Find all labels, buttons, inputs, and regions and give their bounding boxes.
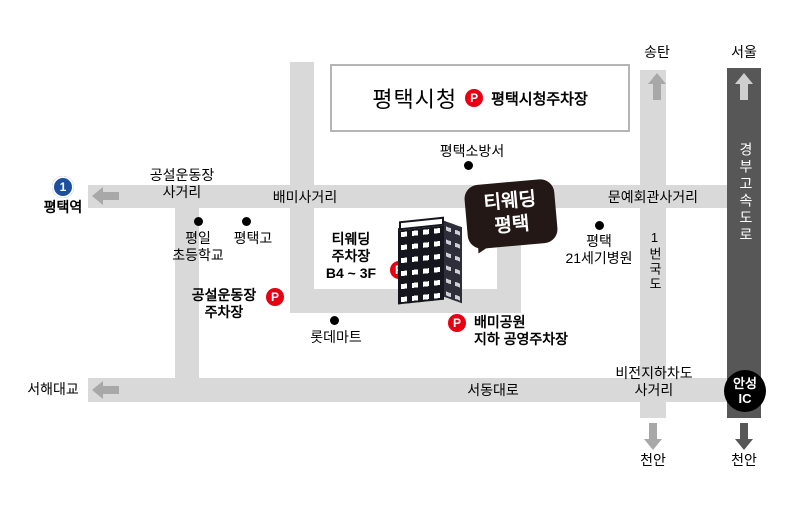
elementary-school-dot: [194, 217, 203, 226]
baemi-parking-line1: 배미공원: [474, 314, 526, 330]
parking-icon: P: [266, 288, 284, 306]
venue-bubble: 티웨딩 평택: [463, 178, 559, 250]
station-label: 평택역: [43, 199, 83, 215]
hospital-line1: 평택: [586, 233, 612, 249]
fire-station-label: 평택소방서: [439, 143, 505, 159]
road-route1: [640, 70, 666, 418]
seohae-bridge-label: 서해대교: [27, 381, 79, 397]
stadium-crossing-line2: 사거리: [162, 184, 202, 200]
arrow-down-cheonan-route1: [644, 423, 662, 450]
arrow-down-cheonan-expressway: [735, 423, 753, 450]
songtan-label: 송탄: [644, 44, 670, 60]
hospital-dot: [595, 221, 604, 230]
route1-label: 1번국도: [647, 230, 662, 292]
cheonan-expressway-label: 천안: [731, 452, 757, 468]
building-front-face: [398, 223, 444, 305]
anseong-ic-badge: 안성 IC: [724, 370, 766, 412]
elementary-school-line2: 초등학교: [172, 247, 224, 263]
arrow-up-seoul: [735, 73, 753, 100]
lotte-mart-label: 롯데마트: [310, 329, 362, 345]
seoul-label: 서울: [731, 44, 757, 60]
vision-crossing-line2: 사거리: [634, 382, 674, 398]
venue-parking-line1: 티웨딩: [331, 231, 371, 247]
cheonan-route1-label: 천안: [640, 452, 666, 468]
stadium-parking-line2: 주차장: [204, 304, 244, 320]
baemi-parking-label: 배미공원 지하 공영주차장: [474, 314, 614, 348]
seodong-daero-label: 서동대로: [467, 382, 519, 398]
lotte-mart-dot: [330, 316, 339, 325]
subway-line1-icon: 1: [52, 176, 74, 198]
building-side-face: [444, 220, 462, 304]
venue-building: [398, 216, 466, 306]
venue-bubble-line2: 평택: [493, 213, 531, 238]
road-gyeongbu-expressway: [727, 68, 761, 418]
anseong-ic-line2: IC: [738, 391, 752, 406]
baemi-crossing-label: 배미사거리: [272, 189, 338, 205]
hospital-line2: 21세기병원: [565, 250, 633, 266]
stadium-crossing-label: 공설운동장 사거리: [130, 167, 234, 201]
road-seodong-daero: [88, 378, 762, 402]
vision-crossing-line1: 비전지하차도: [615, 365, 693, 381]
parking-icon: P: [465, 89, 484, 107]
culture-crossing-label: 문예회관사거리: [607, 189, 699, 205]
baemi-parking-line2: 지하 공영주차장: [474, 331, 569, 347]
vision-crossing-label: 비전지하차도 사거리: [600, 365, 708, 399]
city-hall-parking-label: 평택시청주차장: [491, 90, 588, 108]
highschool-dot: [242, 217, 251, 226]
venue-parking-line2: 주차장: [331, 248, 371, 264]
hospital-label: 평택 21세기병원: [554, 233, 644, 267]
stadium-parking-label: 공설운동장 주차장: [178, 287, 270, 321]
arrow-left-seohae: [92, 381, 119, 399]
elementary-school-label: 평일 초등학교: [160, 230, 236, 264]
parking-icon: P: [448, 314, 466, 332]
anseong-ic-line1: 안성: [733, 376, 757, 391]
road-main-horizontal: [88, 185, 730, 208]
venue-parking-line3: B4 ~ 3F: [325, 265, 377, 281]
stadium-parking-line1: 공설운동장: [191, 287, 257, 303]
city-hall-box: 평택시청 P 평택시청주차장: [330, 64, 630, 132]
elementary-school-line1: 평일: [185, 230, 211, 246]
arrow-up-songtan: [648, 73, 666, 100]
fire-station-dot: [464, 161, 473, 170]
venue-bubble-line1: 티웨딩: [482, 188, 537, 215]
venue-parking-label: 티웨딩 주차장 B4 ~ 3F: [314, 231, 388, 282]
arrow-left-station: [92, 187, 119, 205]
city-hall-label: 평택시청: [372, 87, 458, 112]
stadium-crossing-line1: 공설운동장: [149, 167, 215, 183]
expressway-label: 경부고속도로: [738, 142, 754, 244]
highschool-label: 평택고: [233, 230, 273, 246]
